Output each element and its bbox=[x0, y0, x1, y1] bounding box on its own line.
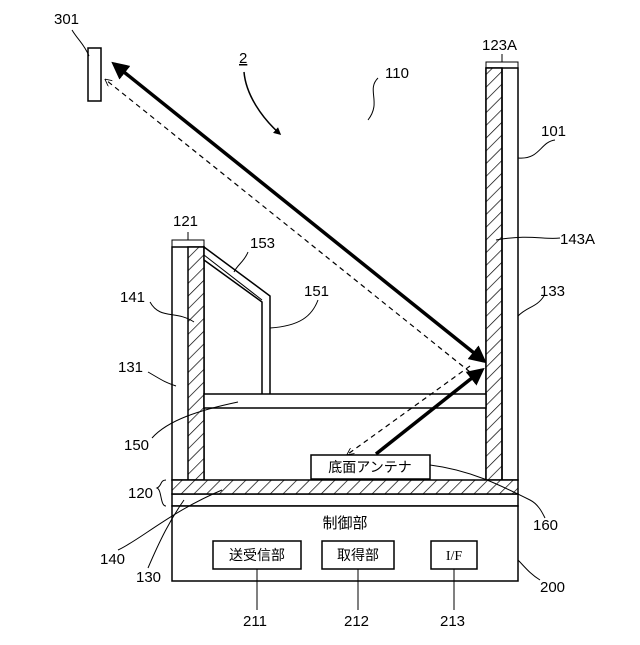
label-101: 101 bbox=[541, 123, 566, 140]
dashed-arrow-wall-to-antenna bbox=[348, 366, 470, 454]
arrow-ref-2 bbox=[244, 72, 280, 134]
base-130 bbox=[172, 494, 518, 506]
left-wall-hatched-layer bbox=[188, 247, 204, 480]
leader-151 bbox=[270, 300, 318, 328]
label-211: 211 bbox=[243, 613, 267, 630]
leader-101 bbox=[518, 140, 555, 158]
leader-301 bbox=[72, 30, 89, 56]
leader-120-brace bbox=[157, 480, 166, 506]
slanted-plate-153 bbox=[204, 247, 270, 396]
transceiver-label: 送受信部 bbox=[229, 548, 285, 564]
label-133: 133 bbox=[540, 283, 565, 300]
label-143A: 143A bbox=[560, 231, 595, 248]
acquisition-label: 取得部 bbox=[337, 547, 379, 564]
leader-121-bracket bbox=[172, 232, 204, 247]
right-wall-hatched-layer bbox=[486, 68, 502, 480]
label-130: 130 bbox=[136, 569, 161, 586]
reflector-301 bbox=[88, 48, 101, 101]
label-131: 131 bbox=[118, 359, 143, 376]
label-121: 121 bbox=[173, 213, 198, 230]
leader-200 bbox=[518, 560, 540, 580]
label-212: 212 bbox=[344, 613, 369, 630]
label-140: 140 bbox=[100, 551, 125, 568]
interface-label: I/F bbox=[446, 549, 463, 564]
control-unit-label: 制御部 bbox=[322, 514, 367, 532]
label-200: 200 bbox=[540, 579, 565, 596]
label-110: 110 bbox=[385, 65, 409, 82]
base-hatched-140 bbox=[172, 480, 518, 494]
leader-153 bbox=[234, 252, 248, 272]
label-141: 141 bbox=[120, 289, 145, 306]
leader-110 bbox=[368, 78, 378, 120]
slanted-plate-edge bbox=[204, 255, 262, 300]
leader-123A-bracket bbox=[486, 54, 518, 68]
label-150: 150 bbox=[124, 437, 149, 454]
label-213: 213 bbox=[440, 613, 465, 630]
label-123A: 123A bbox=[482, 37, 517, 54]
label-153: 153 bbox=[250, 235, 275, 252]
label-2: 2 bbox=[239, 50, 247, 67]
solid-arrow-to-reflector bbox=[114, 64, 484, 361]
label-160: 160 bbox=[533, 517, 558, 534]
label-301: 301 bbox=[54, 11, 79, 28]
label-120: 120 bbox=[128, 485, 153, 502]
bottom-antenna-label: 底面アンテナ bbox=[328, 460, 411, 476]
label-151: 151 bbox=[304, 283, 329, 300]
dashed-arrow-to-reflector bbox=[106, 80, 470, 372]
solid-arrow-antenna-to-wall bbox=[376, 370, 482, 454]
